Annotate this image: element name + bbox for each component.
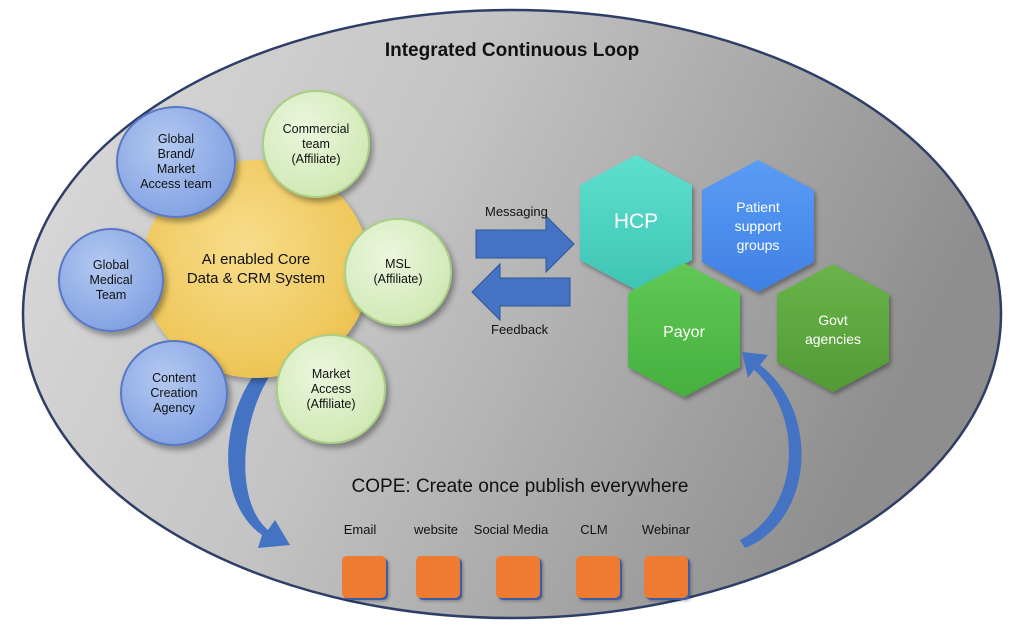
channel-box-webinar — [644, 556, 688, 598]
channel-label-social-media: Social Media — [473, 522, 549, 537]
cope-to-payor-curved-arrow — [740, 352, 802, 548]
global-medical-line: Team — [95, 287, 127, 302]
global-medical-line: Global — [92, 257, 130, 272]
market-access-affiliate-circle: Market Access (Affiliate) — [276, 334, 386, 444]
channel-label-webinar: Webinar — [641, 522, 691, 537]
channel-box-clm — [576, 556, 620, 598]
global-brand-line: Global — [157, 132, 195, 146]
core-line-1: AI enabled Core — [201, 251, 311, 268]
core-line-2: Data & CRM System — [186, 270, 326, 287]
channel-box-email — [342, 556, 386, 598]
govt-agencies-hexagon — [777, 264, 889, 392]
content-creation-agency-circle: Content Creation Agency — [120, 340, 228, 446]
global-brand-line: Market — [156, 162, 196, 176]
messaging-label: Messaging — [485, 204, 548, 219]
patient-line: support — [734, 217, 782, 234]
content-agency-line: Content — [152, 370, 196, 385]
channel-label-clm: CLM — [580, 522, 608, 537]
payor-label: Payor — [663, 324, 705, 341]
channel-box-website — [416, 556, 460, 598]
commercial-line: (Affiliate) — [291, 151, 341, 166]
feedback-arrow — [471, 262, 571, 322]
commercial-line: Commercial — [282, 121, 350, 136]
global-brand-market-access-circle: Global Brand/ Market Access team — [116, 106, 236, 218]
commercial-team-circle: Commercial team (Affiliate) — [262, 90, 370, 198]
govt-line: Govt — [818, 312, 848, 328]
hcp-label: HCP — [613, 210, 659, 233]
market-access-line: (Affiliate) — [306, 396, 356, 411]
diagram-title: Integrated Continuous Loop — [384, 40, 640, 61]
hcp-hexagon — [580, 155, 692, 290]
core-to-cope-curved-arrow — [228, 350, 290, 548]
content-agency-line: Agency — [153, 400, 195, 415]
channel-label-website: website — [413, 522, 459, 537]
channel-label-email: Email — [343, 522, 377, 537]
global-medical-line: Medical — [89, 272, 133, 287]
global-medical-team-circle: Global Medical Team — [58, 228, 164, 332]
global-brand-line: Access team — [140, 177, 212, 191]
msl-line: MSL — [385, 257, 411, 271]
feedback-label: Feedback — [491, 322, 549, 337]
cope-title: COPE: Create once publish everywhere — [351, 476, 689, 497]
govt-line: agencies — [804, 331, 862, 347]
global-brand-line: Brand/ — [157, 147, 195, 161]
market-access-line: Access — [310, 381, 352, 396]
patient-support-label: Patient support groups — [702, 196, 814, 256]
commercial-line: team — [302, 136, 330, 151]
payor-hexagon — [628, 263, 740, 397]
msl-affiliate-circle: MSL (Affiliate) — [344, 218, 452, 326]
msl-line: (Affiliate) — [373, 272, 423, 286]
content-agency-line: Creation — [150, 385, 198, 400]
govt-agencies-label: Govt agencies — [777, 308, 889, 352]
patient-support-hexagon — [702, 160, 814, 292]
patient-line: groups — [736, 236, 780, 253]
messaging-arrow — [475, 214, 575, 274]
patient-line: Patient — [736, 198, 780, 215]
market-access-line: Market — [311, 366, 351, 381]
channel-box-social-media — [496, 556, 540, 598]
